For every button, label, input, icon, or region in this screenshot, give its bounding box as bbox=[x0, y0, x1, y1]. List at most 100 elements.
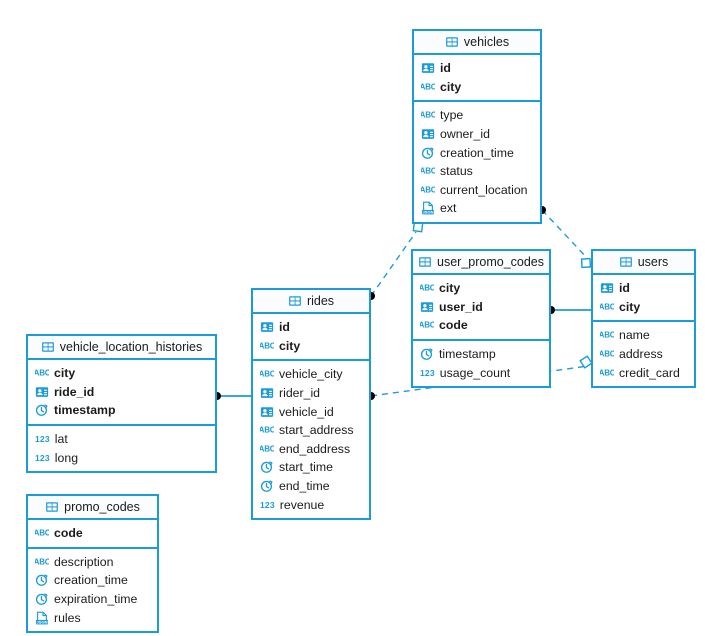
field-label: start_address bbox=[279, 423, 354, 438]
field-row[interactable]: start_time bbox=[253, 458, 369, 477]
field-row[interactable]: expiration_time bbox=[28, 590, 157, 609]
entity-table-user_promo_codes[interactable]: user_promo_codesABCcityuser_idABCcodetim… bbox=[411, 249, 551, 388]
table-header-user_promo_codes: user_promo_codes bbox=[413, 251, 549, 275]
primary-key-row[interactable]: id bbox=[414, 59, 540, 78]
clock-icon bbox=[260, 479, 274, 493]
field-label: name bbox=[619, 328, 650, 343]
field-label: description bbox=[54, 554, 114, 569]
clock-icon bbox=[260, 460, 274, 474]
clock-icon bbox=[420, 347, 434, 361]
field-row[interactable]: ABC start_address bbox=[253, 421, 369, 440]
field-label: rider_id bbox=[279, 386, 321, 401]
field-row[interactable]: ABC name bbox=[593, 326, 694, 345]
id-card-icon bbox=[421, 127, 435, 141]
primary-key-row[interactable]: ABC code bbox=[413, 316, 549, 335]
table-name: users bbox=[637, 255, 669, 269]
svg-text:ABC: ABC bbox=[421, 167, 435, 176]
field-label: lat bbox=[54, 432, 68, 447]
field-row[interactable]: end_time bbox=[253, 477, 369, 496]
field-group-rides: ABCvehicle_cityrider_idvehicle_idABCstar… bbox=[253, 361, 369, 518]
field-row[interactable]: ABCaddress bbox=[593, 345, 694, 364]
primary-key-row[interactable]: timestamp bbox=[28, 401, 215, 420]
svg-text:ABC: ABC bbox=[260, 342, 274, 351]
entity-table-users[interactable]: usersidABCcityABCnameABCaddressABCcredit… bbox=[591, 249, 696, 388]
abc-icon: ABC bbox=[600, 366, 614, 380]
field-row[interactable]: ABC vehicle_city bbox=[253, 365, 369, 384]
field-label: rules bbox=[54, 610, 81, 625]
entity-table-vehicle_location_histories[interactable]: vehicle_location_historiesABC city ride_id… bbox=[26, 334, 217, 473]
field-row[interactable]: ABCcurrent_location bbox=[414, 181, 540, 200]
abc-icon: ABC bbox=[600, 300, 614, 314]
id-card-icon bbox=[600, 281, 614, 295]
entity-table-vehicles[interactable]: vehiclesidABCcityABCtypeowner_idcreation… bbox=[412, 29, 542, 224]
field-row[interactable]: ABCend_address bbox=[253, 440, 369, 459]
primary-key-label: id bbox=[279, 320, 290, 335]
field-row[interactable]: JSON rules bbox=[28, 608, 157, 627]
field-row[interactable]: timestamp bbox=[413, 345, 549, 364]
primary-key-group-users: idABCcity bbox=[593, 275, 694, 323]
connector-rides-to-vehicles bbox=[370, 231, 417, 297]
primary-key-label: city bbox=[54, 366, 76, 381]
field-label: vehicle_id bbox=[279, 404, 334, 419]
svg-text:ABC: ABC bbox=[600, 350, 614, 359]
clock-icon bbox=[35, 573, 49, 587]
primary-key-row[interactable]: ABCcode bbox=[28, 524, 157, 543]
abc-icon: ABC bbox=[420, 318, 434, 332]
field-row[interactable]: owner_id bbox=[414, 125, 540, 144]
field-row[interactable]: 123 lat bbox=[28, 430, 215, 449]
field-label: creation_time bbox=[54, 573, 128, 588]
primary-key-label: user_id bbox=[439, 299, 483, 314]
svg-text:ABC: ABC bbox=[420, 284, 434, 293]
svg-text:ABC: ABC bbox=[260, 370, 274, 379]
primary-key-row[interactable]: ride_id bbox=[28, 383, 215, 402]
number-icon: 123 bbox=[35, 452, 50, 463]
primary-key-label: timestamp bbox=[54, 403, 116, 418]
field-label: long bbox=[54, 450, 79, 465]
primary-key-row[interactable]: ABCcity bbox=[414, 78, 540, 97]
field-row[interactable]: ABCtype bbox=[414, 106, 540, 125]
field-row[interactable]: 123 long bbox=[28, 448, 215, 467]
svg-text:ABC: ABC bbox=[600, 331, 614, 340]
field-row[interactable]: rider_id bbox=[253, 384, 369, 403]
entity-table-rides[interactable]: ridesidABCcityABCvehicle_cityrider_idveh… bbox=[251, 288, 371, 520]
primary-key-label: id bbox=[440, 61, 451, 76]
field-row[interactable]: creation_time bbox=[28, 571, 157, 590]
id-card-icon bbox=[420, 300, 434, 314]
primary-key-row[interactable]: ABC city bbox=[28, 364, 215, 383]
field-row[interactable]: creation_time bbox=[414, 143, 540, 162]
abc-icon: ABC bbox=[260, 339, 274, 353]
clock-icon bbox=[35, 403, 49, 417]
field-label: vehicle_city bbox=[279, 367, 343, 382]
field-group-promo_codes: ABC description creation_time expiration_ti… bbox=[28, 549, 157, 631]
abc-icon: ABC bbox=[35, 555, 49, 569]
primary-key-row[interactable]: ABCcity bbox=[593, 298, 694, 317]
primary-key-row[interactable]: user_id bbox=[413, 298, 549, 317]
field-row[interactable]: ABCstatus bbox=[414, 162, 540, 181]
primary-key-row[interactable]: ABCcity bbox=[413, 279, 549, 298]
number-icon: 123 bbox=[260, 499, 275, 510]
field-row[interactable]: ABC credit_card bbox=[593, 363, 694, 382]
primary-key-label: code bbox=[439, 318, 468, 333]
primary-key-row[interactable]: id bbox=[253, 318, 369, 337]
field-row[interactable]: ABC description bbox=[28, 553, 157, 572]
number-icon: 123 bbox=[35, 434, 50, 445]
svg-text:ABC: ABC bbox=[35, 369, 49, 378]
table-name: vehicle_location_histories bbox=[59, 340, 203, 354]
abc-icon: ABC bbox=[260, 423, 274, 437]
table-header-vehicle_location_histories: vehicle_location_histories bbox=[28, 336, 215, 360]
field-row[interactable]: vehicle_id bbox=[253, 402, 369, 421]
entity-table-promo_codes[interactable]: promo_codesABCcodeABCdescriptioncreation… bbox=[26, 494, 159, 633]
svg-text:JSON: JSON bbox=[423, 210, 434, 215]
table-header-rides: rides bbox=[253, 290, 369, 314]
clock-icon bbox=[421, 146, 435, 160]
primary-key-row[interactable]: ABCcity bbox=[253, 337, 369, 356]
field-label: credit_card bbox=[619, 365, 680, 380]
field-label: owner_id bbox=[440, 127, 490, 142]
primary-key-row[interactable]: id bbox=[593, 279, 694, 298]
primary-key-label: city bbox=[440, 79, 462, 94]
json-icon: JSON bbox=[35, 611, 49, 625]
field-label: type bbox=[440, 108, 464, 123]
